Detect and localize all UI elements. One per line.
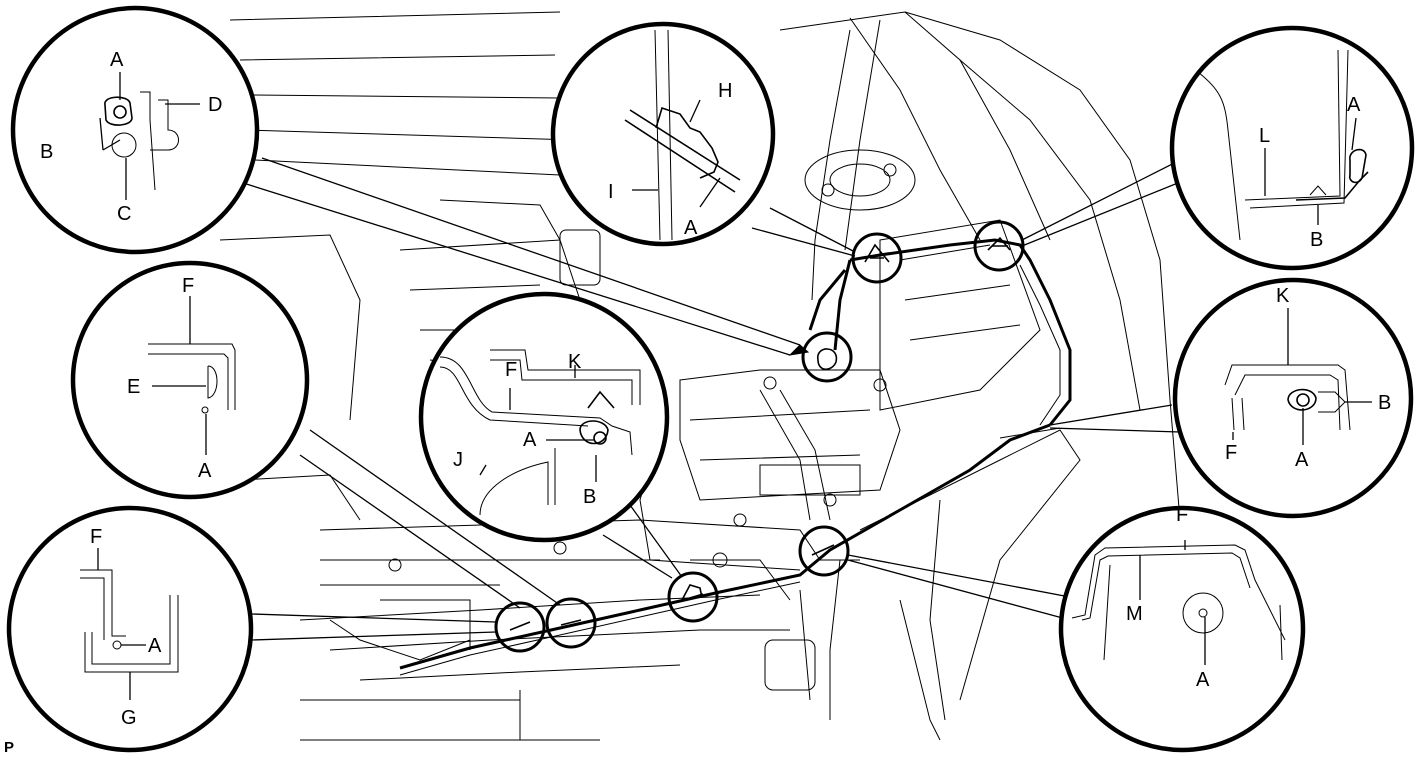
- callout-center: K F A J B: [418, 291, 670, 543]
- label-b: B: [1378, 392, 1391, 414]
- label-k: K: [1276, 285, 1290, 307]
- label-g: G: [121, 707, 137, 729]
- marker-clamp-6: [851, 232, 903, 284]
- label-a: A: [684, 217, 698, 239]
- label-h: H: [718, 80, 732, 102]
- callout-mid-left: F E A: [70, 260, 310, 500]
- label-j: J: [453, 449, 463, 471]
- label-i: I: [608, 181, 614, 203]
- callout-bottom-left: F A G: [6, 505, 254, 753]
- label-f: F: [1225, 442, 1237, 464]
- callout-top-left: A B C D: [10, 5, 260, 255]
- label-c: C: [117, 203, 131, 225]
- leader-lines: [239, 149, 1211, 641]
- callout-top-center: H I A: [550, 21, 776, 247]
- label-b: B: [40, 141, 53, 163]
- label-b: B: [583, 486, 596, 508]
- marker-clamp-5: [801, 331, 853, 383]
- label-f: F: [1176, 504, 1188, 526]
- label-f: F: [505, 359, 517, 381]
- marker-clamp-3: [667, 571, 719, 623]
- label-a: A: [1295, 449, 1309, 471]
- wire-harness: [399, 238, 1072, 676]
- label-f: F: [90, 526, 102, 548]
- callout-mid-right: K B F A: [1172, 277, 1414, 519]
- label-f: F: [182, 275, 194, 297]
- label-d: D: [208, 94, 222, 116]
- label-b: B: [1310, 229, 1323, 251]
- label-m: M: [1126, 603, 1143, 625]
- label-a: A: [1196, 669, 1210, 691]
- label-a: A: [148, 635, 162, 657]
- label-a: A: [198, 460, 212, 482]
- label-a: A: [1347, 94, 1361, 116]
- marker-clamp-2: [545, 597, 597, 649]
- label-k: K: [568, 351, 582, 373]
- label-a: A: [523, 429, 537, 451]
- marker-clamp-1: [494, 601, 546, 653]
- figure-code: P: [4, 739, 14, 756]
- marker-clamp-4: [798, 525, 850, 577]
- label-a: A: [110, 49, 124, 71]
- label-e: E: [127, 376, 140, 398]
- callout-bottom-right: F M A: [1058, 504, 1306, 753]
- callout-top-right: A L B: [1169, 25, 1415, 271]
- label-l: L: [1259, 125, 1270, 147]
